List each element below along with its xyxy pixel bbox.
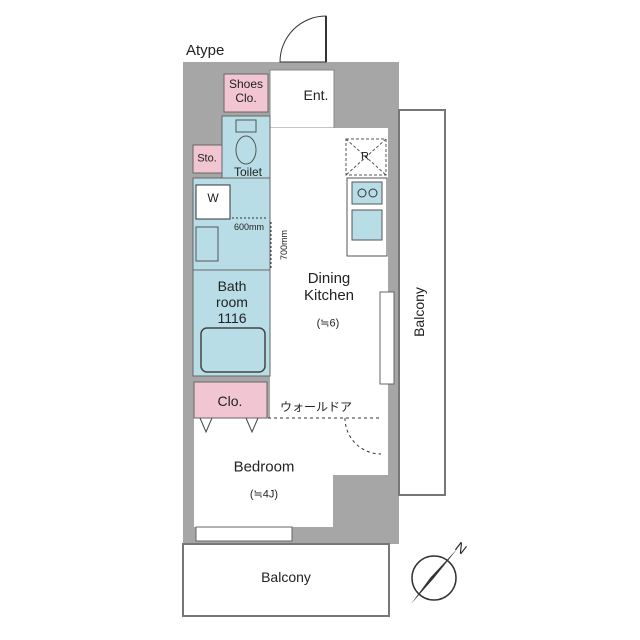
door-swing xyxy=(344,417,382,455)
dim-depth-label: 700mm xyxy=(278,229,289,261)
storage-label: Sto. xyxy=(197,152,217,165)
dining-kitchen-area: (≒6) xyxy=(316,317,340,330)
closet-doors xyxy=(199,417,259,434)
type-label: Atype xyxy=(186,42,225,59)
fridge-label: R xyxy=(361,150,369,163)
fridge-space xyxy=(345,138,387,176)
washbasin xyxy=(195,226,219,262)
bathtub xyxy=(200,327,266,373)
toilet-tank xyxy=(235,119,257,133)
storage-closet xyxy=(192,144,223,174)
side-window xyxy=(379,291,395,385)
side-balcony xyxy=(398,109,446,496)
bottom-window xyxy=(195,526,293,542)
side-balcony-label: Balcony xyxy=(410,287,427,337)
bedroom-label: Bedroom xyxy=(233,458,295,476)
burner-right xyxy=(368,188,378,198)
kitchen-sink xyxy=(351,209,383,241)
bottom-balcony-label: Balcony xyxy=(261,568,311,585)
dim-width-label: 600mm xyxy=(233,221,265,232)
entrance-floor xyxy=(269,69,335,129)
compass-icon xyxy=(411,555,457,601)
entrance-door-swing xyxy=(279,15,327,63)
closet-label: Clo. xyxy=(217,392,243,409)
bedroom-closet xyxy=(193,381,268,419)
shoes-closet xyxy=(223,73,269,113)
washer-label: W xyxy=(207,191,219,206)
toilet-label: Toilet xyxy=(233,165,263,180)
walk-door-label: ウォールドア xyxy=(279,400,353,415)
north-arrow-icon xyxy=(411,548,458,604)
dining-kitchen-floor xyxy=(270,128,388,418)
bottom-balcony xyxy=(182,543,390,617)
toilet-bowl xyxy=(235,135,257,165)
washer-box xyxy=(195,184,231,220)
stove xyxy=(351,181,383,205)
entrance-label: Ent. xyxy=(303,86,329,103)
bedroom-floor xyxy=(194,418,388,527)
burner-left xyxy=(357,188,367,198)
bedroom-area: (≒4J) xyxy=(249,488,279,501)
